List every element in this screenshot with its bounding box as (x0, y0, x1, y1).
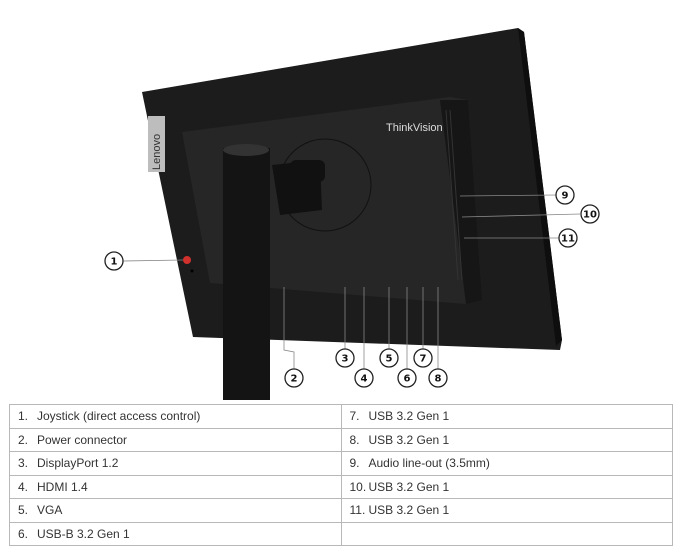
callout-number: 4 (361, 374, 368, 385)
item-label: USB 3.2 Gen 1 (368, 432, 450, 447)
item-number: 2. (18, 432, 29, 447)
callout-circle (580, 204, 600, 224)
vent (440, 100, 482, 304)
item-label: USB 3.2 Gen 1 (368, 503, 450, 518)
legend-cell: 7. USB 3.2 Gen 1 (340, 404, 673, 429)
item-number: 5. (18, 503, 29, 518)
callout-circle (413, 348, 433, 368)
legend-cell (340, 521, 673, 546)
item-label: USB-B 3.2 Gen 1 (37, 526, 130, 541)
legend-cell: 10.USB 3.2 Gen 1 (340, 474, 673, 499)
item-number: 3. (18, 456, 29, 471)
item-label: VGA (37, 503, 63, 518)
callout-number: 2 (291, 374, 298, 385)
lenovo-logo-text: Lenovo (151, 134, 163, 170)
callout-number: 6 (404, 374, 411, 385)
item-number: 4. (18, 479, 29, 494)
callout-number: 8 (435, 374, 442, 385)
legend-cell: 6. USB-B 3.2 Gen 1 (9, 521, 342, 546)
callout-number: 3 (342, 354, 349, 365)
item-number: 11. (349, 503, 366, 518)
item-number: 7. (349, 409, 360, 424)
callout-number: 11 (561, 234, 575, 245)
callout-number: 10 (583, 210, 597, 221)
item-number: 8. (349, 432, 360, 447)
table-row: 3. DisplayPort 1.2 9. Audio line-out (3.5mm… (9, 451, 673, 476)
joystick (183, 256, 191, 264)
item-label: Audio line-out (3.5mm) (368, 456, 490, 471)
item-number: 1. (18, 409, 29, 424)
callout-circle (335, 348, 355, 368)
stand-column (223, 148, 270, 400)
thinkvision-logo: ThinkVision (386, 122, 443, 134)
table-row: 4. HDMI 1.4 10.USB 3.2 Gen 1 (9, 474, 673, 499)
callout-circle (558, 228, 578, 248)
item-label: Joystick (direct access control) (37, 409, 201, 424)
item-label: USB 3.2 Gen 1 (368, 479, 450, 494)
item-label: USB 3.2 Gen 1 (368, 409, 450, 424)
callout-number: 5 (386, 354, 393, 365)
callout-number: 7 (420, 354, 427, 365)
callout-circle (284, 368, 304, 388)
item-label: Power connector (37, 432, 128, 447)
callout-circle (397, 368, 417, 388)
table-row: 2. Power connector 8. USB 3.2 Gen 1 (9, 427, 673, 452)
port-legend-table: 1. Joystick (direct access control) 7. USB … (9, 404, 673, 546)
legend-cell: 8. USB 3.2 Gen 1 (340, 427, 673, 452)
legend-cell: 9. Audio line-out (3.5mm) (340, 451, 673, 476)
callout-circle (428, 368, 448, 388)
legend-cell: 3. DisplayPort 1.2 (9, 451, 342, 476)
legend-cell: 5. VGA (9, 498, 342, 523)
lenovo-logo (148, 116, 165, 172)
legend-cell: 1. Joystick (direct access control) (9, 404, 342, 429)
callout-circle (104, 251, 124, 271)
callout-number: 1 (111, 257, 118, 268)
item-number: 6. (18, 526, 29, 541)
table-row: 1. Joystick (direct access control) 7. USB … (9, 404, 673, 429)
legend-cell: 11.USB 3.2 Gen 1 (340, 498, 673, 523)
legend-cell: 2. Power connector (9, 427, 342, 452)
callout-circle (379, 348, 399, 368)
item-number: 10. (349, 479, 367, 494)
callout-number: 9 (562, 191, 569, 202)
table-row: 5. VGA 11.USB 3.2 Gen 1 (9, 498, 673, 523)
item-label: HDMI 1.4 (37, 479, 88, 494)
table-row: 6. USB-B 3.2 Gen 1 (9, 521, 673, 546)
item-number: 9. (349, 456, 360, 471)
callout-circle (354, 368, 374, 388)
callout-circle (555, 185, 575, 205)
item-label: DisplayPort 1.2 (37, 456, 119, 471)
legend-cell: 4. HDMI 1.4 (9, 474, 342, 499)
